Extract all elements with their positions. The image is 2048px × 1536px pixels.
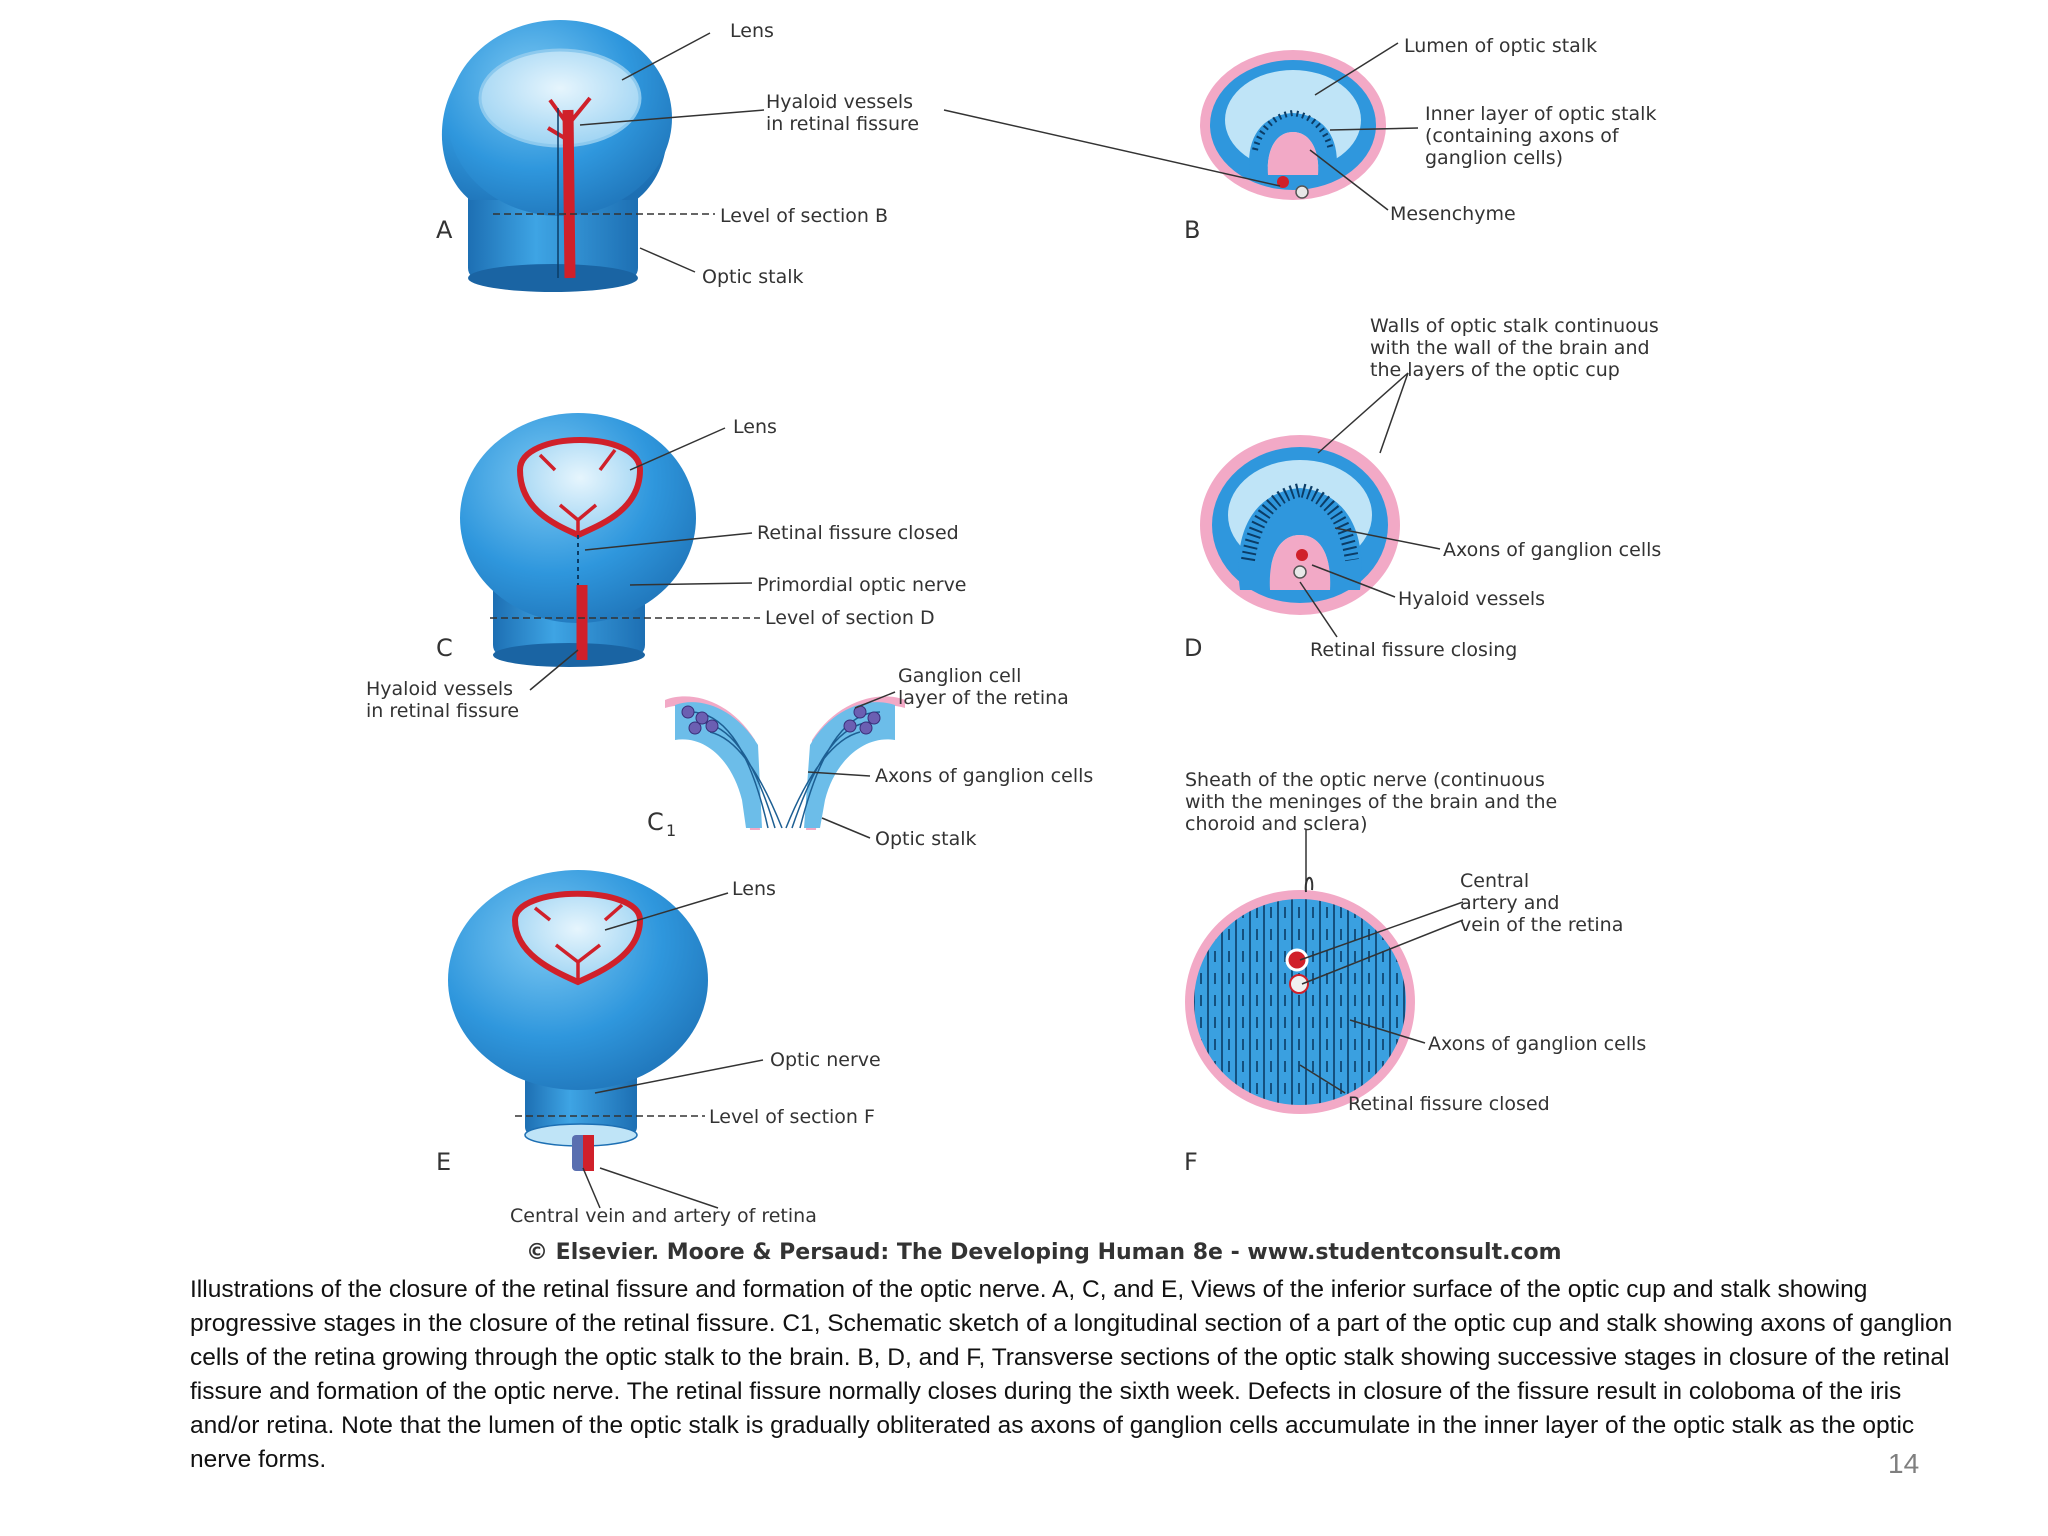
- panel-d-axons-label: Axons of ganglion cells: [1443, 539, 1661, 561]
- panel-a: A Lens Hyaloid vessels in retinal fissur…: [436, 20, 919, 292]
- panel-c-letter: C: [436, 634, 453, 662]
- panel-f-fissure-closed-label: Retinal fissure closed: [1348, 1093, 1550, 1115]
- panel-c1-letter: C: [647, 808, 664, 836]
- panel-c: C Lens Retinal fissure closed Primordial…: [366, 413, 967, 722]
- panel-b-lumen-label: Lumen of optic stalk: [1404, 35, 1597, 57]
- panel-c-lens-label: Lens: [733, 416, 777, 438]
- panel-f-sheath-label-2: with the meninges of the brain and the: [1185, 791, 1557, 813]
- panel-c1-ganglion-label-2: layer of the retina: [898, 687, 1069, 709]
- panel-d-section: [1200, 435, 1400, 615]
- panel-e-letter: E: [436, 1148, 451, 1176]
- panel-f-central-label-2: artery and: [1460, 892, 1559, 914]
- slide-page-number: 14: [1888, 1448, 1920, 1479]
- figure-credit: © Elsevier. Moore & Persaud: The Develop…: [526, 1240, 1562, 1265]
- panel-f-letter: F: [1184, 1148, 1198, 1176]
- panel-b-mesenchyme-label: Mesenchyme: [1390, 203, 1516, 225]
- panel-f: F Sheath of the optic nerve (continuous …: [1184, 769, 1646, 1176]
- figure-caption: Illustrations of the closure of the reti…: [190, 1276, 1953, 1473]
- panel-f-sheath-label-1: Sheath of the optic nerve (continuous: [1185, 769, 1545, 791]
- panel-b-section: [1200, 50, 1386, 200]
- panel-e-optic-cup: [448, 870, 708, 1147]
- panel-d-walls-label-1: Walls of optic stalk continuous: [1370, 315, 1659, 337]
- panel-b-inner-label-3: ganglion cells): [1425, 147, 1563, 169]
- panel-c-fissure-closed-label: Retinal fissure closed: [757, 522, 959, 544]
- panel-c1-subscript: 1: [666, 821, 676, 840]
- panel-e-lens-label: Lens: [732, 878, 776, 900]
- panel-f-central-label-1: Central: [1460, 870, 1529, 892]
- panel-e-level-label: Level of section F: [709, 1106, 875, 1128]
- panel-e: E Lens Optic nerve Level of section F Ce…: [436, 870, 881, 1227]
- panel-e-central-label: Central vein and artery of retina: [510, 1205, 817, 1227]
- panel-f-central-label-3: vein of the retina: [1460, 914, 1623, 936]
- panel-c1-axons-label: Axons of ganglion cells: [875, 765, 1093, 787]
- panel-c-hyaloid-vessels: [576, 535, 588, 660]
- panel-c-level-label: Level of section D: [765, 607, 935, 629]
- panel-f-section: [1185, 876, 1415, 1114]
- panel-d-hyaloid-label: Hyaloid vessels: [1398, 588, 1545, 610]
- panel-a-optic-cup: [441, 20, 672, 292]
- panel-f-sheath-label-3: choroid and sclera): [1185, 813, 1367, 835]
- panel-d-walls-label-2: with the wall of the brain and: [1370, 337, 1650, 359]
- panel-a-hyaloid-label-2: in retinal fissure: [766, 113, 919, 135]
- panel-a-lens-label: Lens: [730, 20, 774, 42]
- panel-b-inner-label-1: Inner layer of optic stalk: [1425, 103, 1656, 125]
- panel-c-hyaloid-label-2: in retinal fissure: [366, 700, 519, 722]
- panel-a-level-label: Level of section B: [720, 205, 888, 227]
- panel-b: B Lumen of optic stalk Inner layer of op…: [943, 35, 1656, 244]
- panel-b-letter: B: [1184, 216, 1200, 244]
- panel-e-optic-nerve-label: Optic nerve: [770, 1049, 881, 1071]
- panel-d-letter: D: [1184, 634, 1202, 662]
- panel-c-primordial-label: Primordial optic nerve: [757, 574, 967, 596]
- panel-d: D Walls of optic stalk continuous with t…: [1184, 315, 1661, 662]
- panel-c1-ganglion-label-1: Ganglion cell: [898, 665, 1021, 687]
- panel-c1: C 1 Ganglion cell layer of the retina Ax…: [647, 665, 1093, 850]
- panel-b-inner-label-2: (containing axons of: [1425, 125, 1620, 147]
- panel-a-letter: A: [436, 216, 453, 244]
- panel-a-hyaloid-vessels: [546, 96, 592, 279]
- panel-c-optic-cup: [460, 413, 696, 667]
- panel-a-optic-stalk-label: Optic stalk: [702, 266, 804, 288]
- panel-e-central-vessels: [572, 1135, 594, 1171]
- panel-d-walls-label-3: the layers of the optic cup: [1370, 359, 1620, 381]
- panel-c-hyaloid-label-1: Hyaloid vessels: [366, 678, 513, 700]
- panel-d-closing-label: Retinal fissure closing: [1310, 639, 1517, 661]
- panel-a-hyaloid-label-1: Hyaloid vessels: [766, 91, 913, 113]
- panel-c1-sketch: [665, 696, 905, 830]
- panel-f-axons-label: Axons of ganglion cells: [1428, 1033, 1646, 1055]
- panel-c1-optic-stalk-label: Optic stalk: [875, 828, 977, 850]
